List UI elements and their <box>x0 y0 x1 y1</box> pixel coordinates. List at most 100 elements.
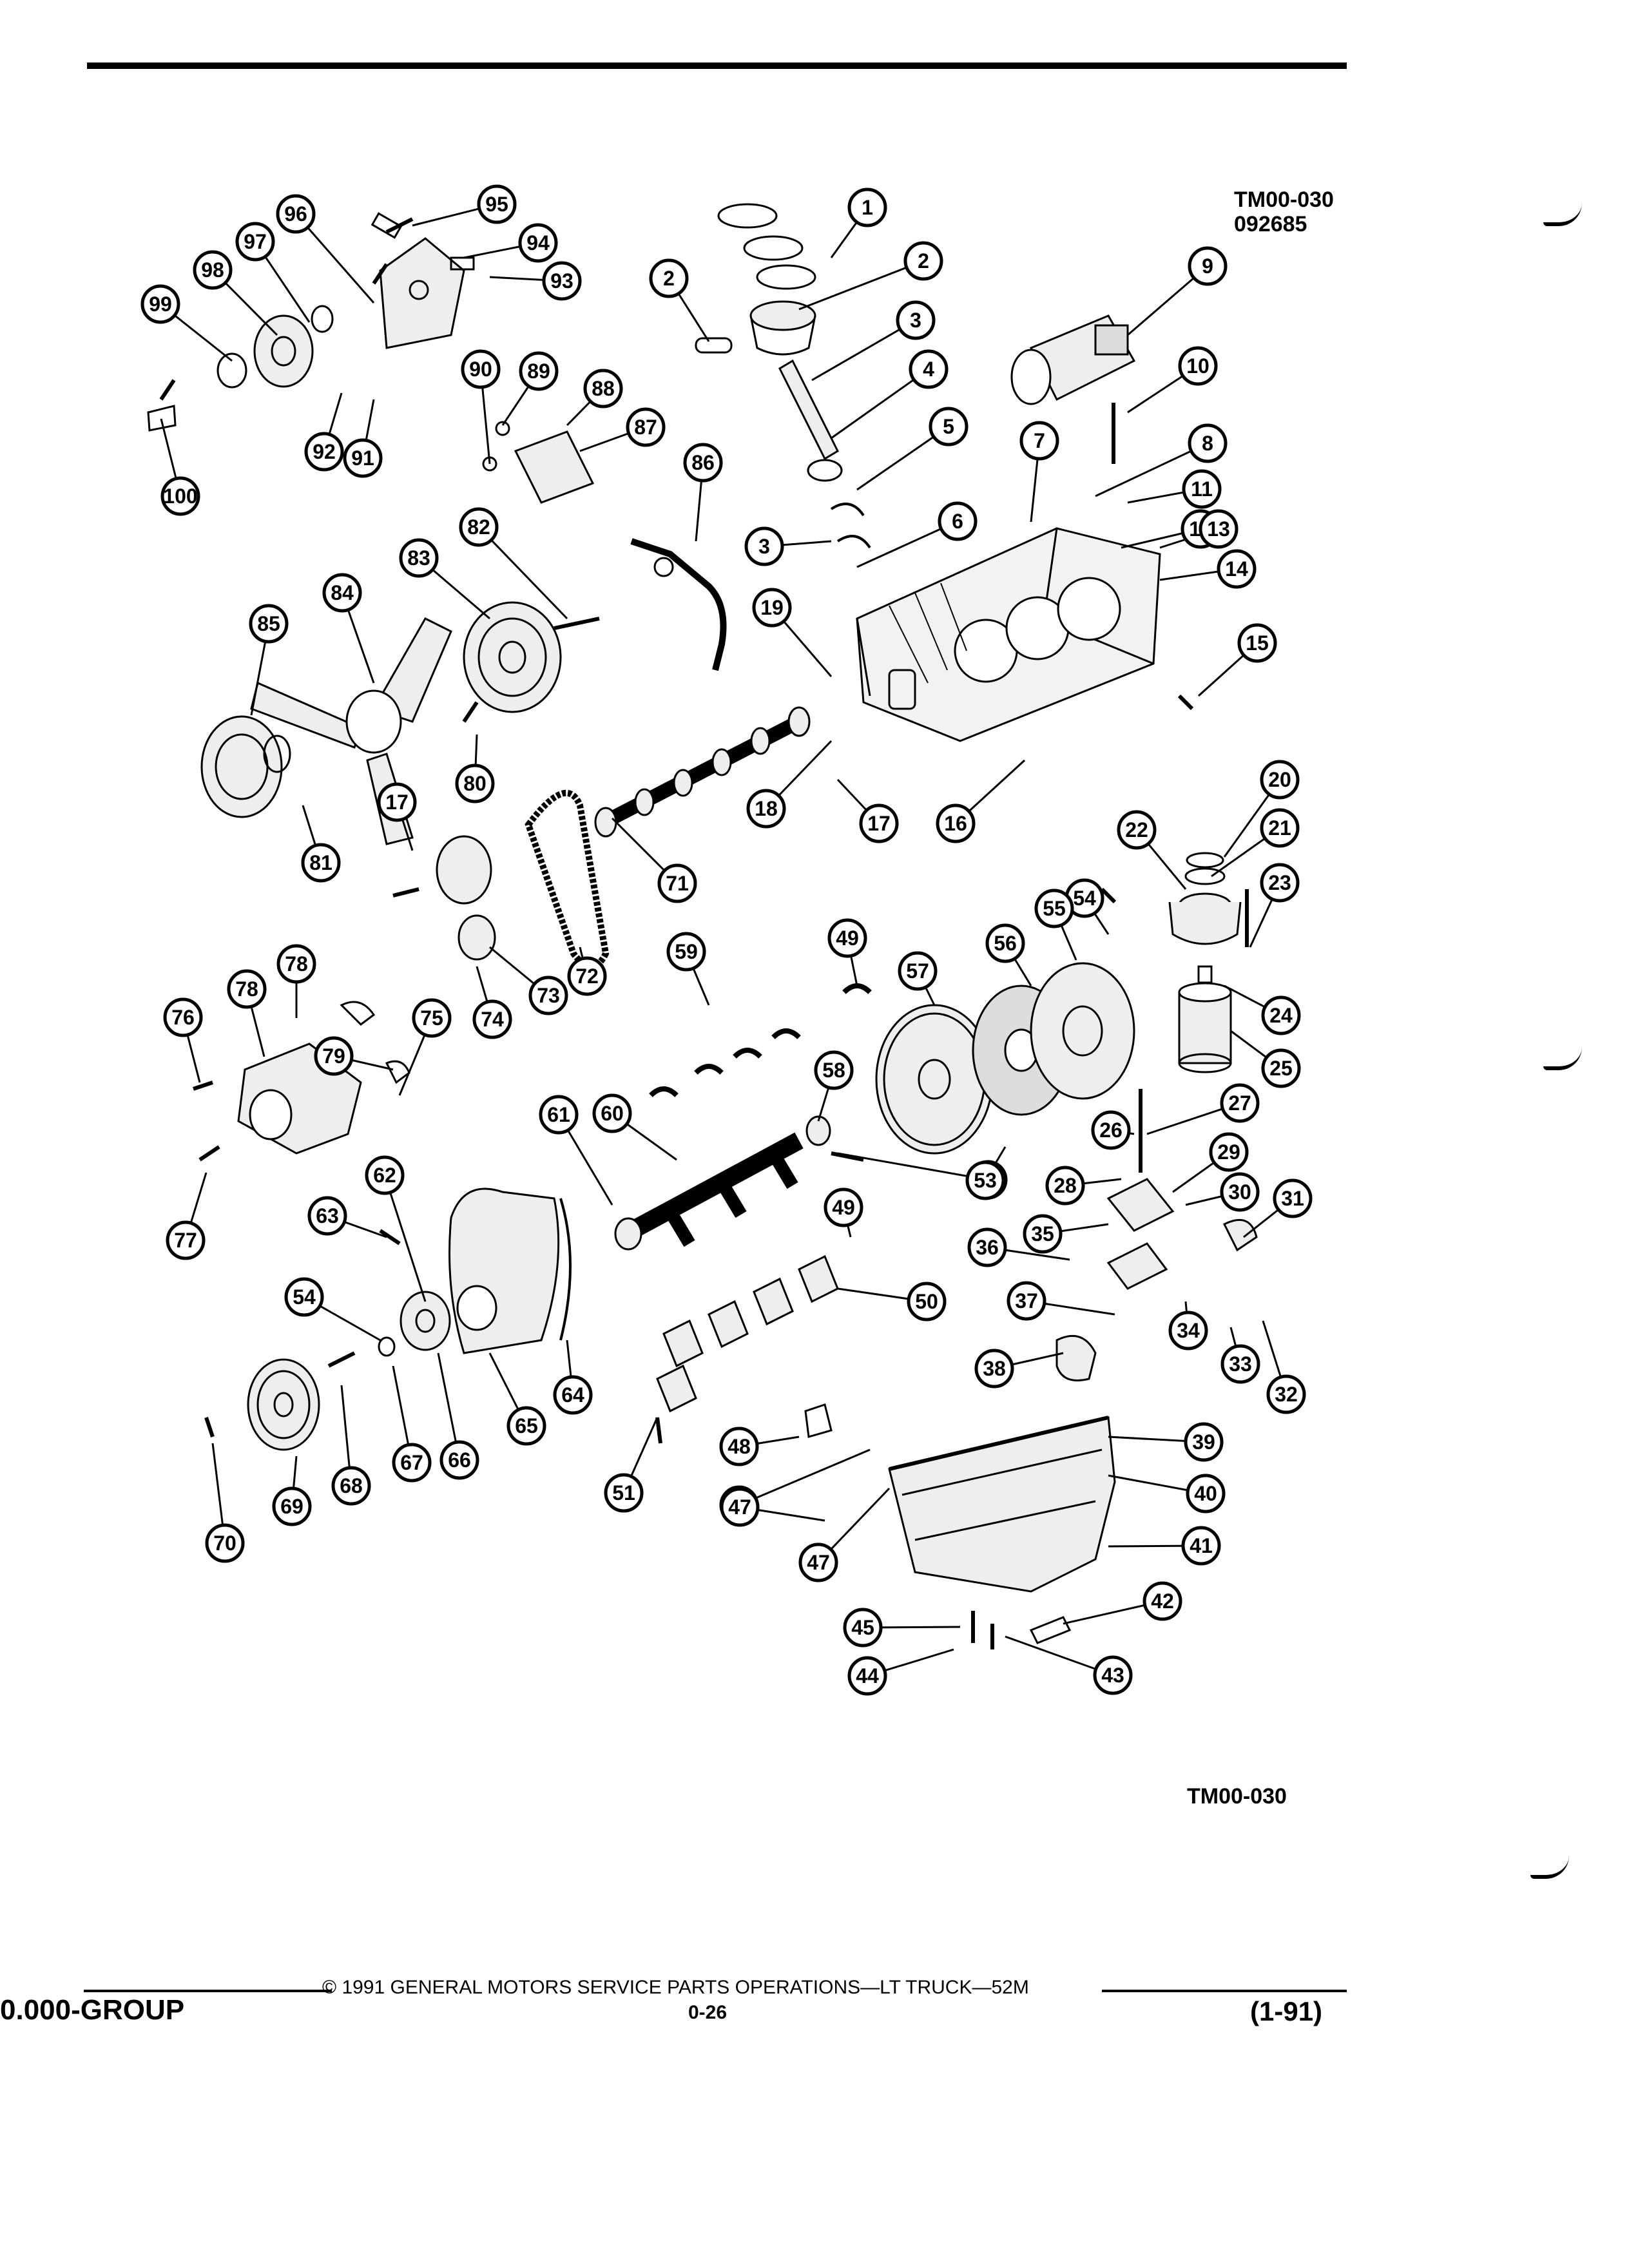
callout-16: 16 <box>936 803 976 843</box>
callout-number: 22 <box>1125 818 1148 841</box>
callout-circle <box>909 349 949 389</box>
callout-circle <box>1093 1655 1133 1695</box>
callout-number: 58 <box>822 1059 845 1082</box>
callout-number: 84 <box>331 581 354 604</box>
bracket-plate <box>482 421 595 504</box>
callout-number: 9 <box>1202 255 1213 278</box>
idler-pulley <box>147 305 334 432</box>
callout-circle <box>461 349 501 389</box>
camshaft <box>594 706 811 838</box>
small-bolts <box>159 217 1194 1444</box>
footer-rule-left <box>84 1990 332 1992</box>
callout-number: 33 <box>1229 1352 1252 1376</box>
callout-number: 78 <box>235 977 258 1001</box>
callout-number: 11 <box>1191 477 1213 501</box>
callout-circle <box>519 351 559 391</box>
callout-circle <box>1007 1281 1046 1321</box>
callout-number: 30 <box>1228 1180 1251 1204</box>
callout-number: 3 <box>910 309 921 332</box>
callout-circle <box>903 241 943 281</box>
callout-number: 18 <box>755 797 778 820</box>
callout-layer: 1223345678910111213141516171718192021222… <box>140 184 1313 1696</box>
leader-line <box>383 1175 427 1302</box>
callout-number: 63 <box>316 1204 339 1227</box>
callout-circle <box>657 863 697 903</box>
callout-circle <box>166 1220 206 1260</box>
water-pump <box>237 1001 410 1155</box>
margin-mark <box>1530 1856 1569 1879</box>
callout-60: 60 <box>592 1093 632 1133</box>
callout-number: 4 <box>923 358 934 381</box>
harmonic-balancer <box>378 1291 451 1357</box>
callout-86: 86 <box>683 443 723 483</box>
callout-circle <box>1209 1132 1249 1172</box>
callout-number: 31 <box>1281 1187 1304 1210</box>
callout-53: 53 <box>965 1160 1005 1200</box>
callout-number: 48 <box>728 1435 751 1458</box>
callout-number: 57 <box>906 959 929 983</box>
callout-19: 19 <box>752 588 792 628</box>
callout-20: 20 <box>1260 760 1300 800</box>
callout-circle <box>472 999 512 1039</box>
callout-circle <box>1168 1311 1208 1350</box>
callout-circle <box>301 843 341 883</box>
callout-circle <box>583 369 623 408</box>
callout-43: 43 <box>1093 1655 1133 1695</box>
callout-79: 79 <box>314 1036 354 1076</box>
callout-2: 2 <box>649 258 689 298</box>
callout-number: 98 <box>201 258 224 282</box>
callout-54: 54 <box>284 1277 324 1317</box>
callout-number: 67 <box>400 1451 423 1474</box>
callout-number: 62 <box>373 1164 396 1187</box>
alternator-bracket <box>371 212 475 349</box>
callout-1: 1 <box>847 187 887 227</box>
leader-line <box>811 319 916 381</box>
callout-28: 28 <box>1045 1166 1085 1206</box>
callout-8: 8 <box>1188 423 1228 463</box>
callout-48: 48 <box>719 1427 759 1466</box>
callout-2: 2 <box>903 241 943 281</box>
callout-83: 83 <box>399 538 439 578</box>
callout-number: 13 <box>1207 517 1230 541</box>
callout-97: 97 <box>235 222 275 262</box>
callout-number: 25 <box>1269 1057 1293 1080</box>
leader-line <box>831 368 929 439</box>
callout-number: 6 <box>952 510 963 533</box>
callout-47: 47 <box>720 1487 760 1527</box>
callout-78: 78 <box>276 944 316 984</box>
callout-98: 98 <box>193 250 233 290</box>
callout-number: 79 <box>322 1044 345 1068</box>
callout-circle <box>377 782 417 822</box>
callout-circle <box>553 1375 593 1415</box>
callout-circle <box>1117 810 1157 850</box>
callout-number: 19 <box>760 596 784 619</box>
callout-circle <box>365 1155 405 1195</box>
callout-circle <box>307 1196 347 1236</box>
callout-9: 9 <box>1188 246 1228 286</box>
callout-circle <box>322 573 362 613</box>
callout-circle <box>399 538 439 578</box>
callout-3: 3 <box>744 526 784 566</box>
callout-circle <box>477 184 517 224</box>
callout-number: 78 <box>285 952 308 975</box>
callout-circle <box>1217 549 1257 589</box>
callout-number: 39 <box>1192 1430 1215 1454</box>
callout-51: 51 <box>604 1473 644 1513</box>
callout-circle <box>827 918 867 958</box>
callout-circle <box>276 944 316 984</box>
callout-number: 65 <box>515 1414 538 1437</box>
callout-circle <box>567 956 607 996</box>
callout-number: 55 <box>1043 897 1066 920</box>
figure-date-code: 092685 <box>1234 212 1307 236</box>
timing-cover <box>448 1187 572 1354</box>
callout-29: 29 <box>1209 1132 1249 1172</box>
callout-number: 43 <box>1101 1664 1124 1687</box>
callout-number: 14 <box>1225 557 1248 581</box>
callout-circle <box>235 222 275 262</box>
callout-number: 77 <box>174 1229 197 1252</box>
callout-circle <box>896 300 936 340</box>
callout-71: 71 <box>657 863 697 903</box>
callout-63: 63 <box>307 1196 347 1236</box>
crankshaft <box>614 1115 831 1251</box>
callout-circle <box>392 1443 432 1483</box>
